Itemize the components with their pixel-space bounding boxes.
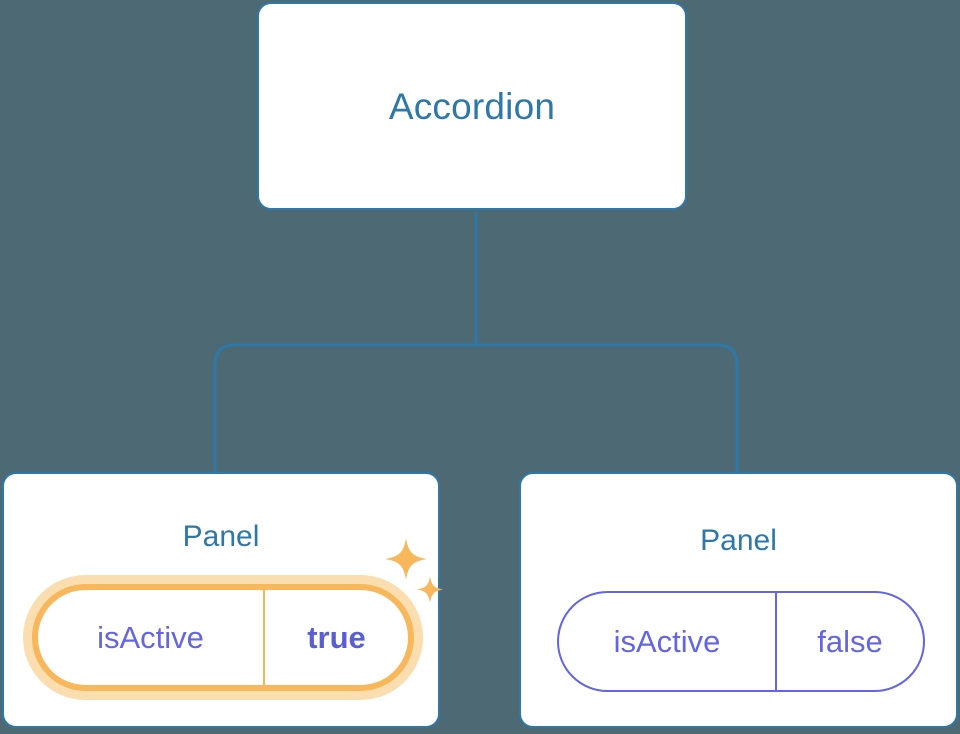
node-accordion[interactable]: Accordion [257,2,687,210]
prop-pill-isactive-true[interactable]: isActive true [32,584,414,691]
prop-value: true [263,590,408,685]
node-panel-active[interactable]: Panel isActive true [2,472,440,728]
prop-pill-isactive-false[interactable]: isActive false [557,591,925,692]
connector-branch-right [476,343,739,474]
node-panel-inactive-title: Panel [700,524,777,557]
prop-key: isActive [613,624,721,659]
node-accordion-title: Accordion [388,85,556,127]
prop-key: isActive [97,620,204,655]
prop-value: false [775,593,923,690]
node-panel-active-title: Panel [182,520,260,553]
connector-branch-left [213,343,476,474]
node-panel-inactive[interactable]: Panel isActive false [519,472,958,728]
